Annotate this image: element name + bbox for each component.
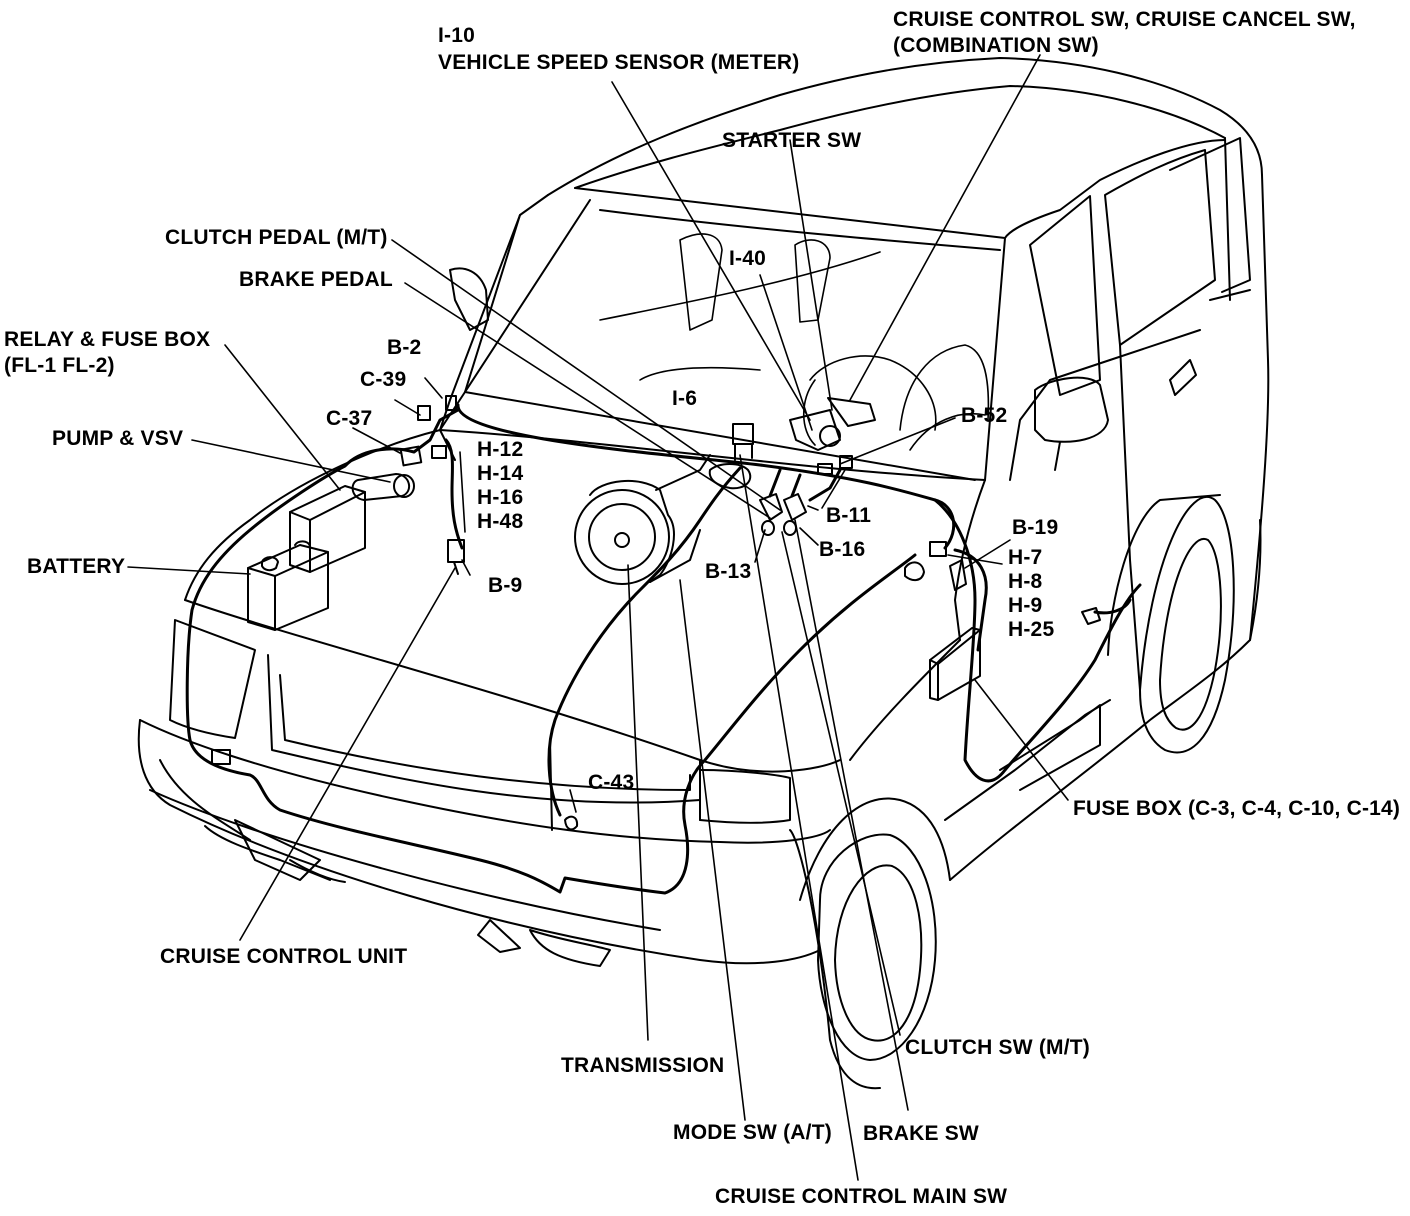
label-fuse-box: FUSE BOX (C-3, C-4, C-10, C-14) xyxy=(1073,797,1401,820)
label-i10-code: I-10 xyxy=(438,24,475,47)
label-i40: I-40 xyxy=(729,247,766,270)
label-h7: H-7 xyxy=(1008,546,1043,569)
label-c39: C-39 xyxy=(360,368,407,391)
label-i6: I-6 xyxy=(672,387,698,410)
label-starter-sw: STARTER SW xyxy=(722,129,862,152)
label-cruise-control-main-sw: CRUISE CONTROL MAIN SW xyxy=(715,1185,1008,1208)
label-clutch-sw: CLUTCH SW (M/T) xyxy=(905,1036,1090,1059)
wiring-harness xyxy=(185,403,1142,895)
label-h48: H-48 xyxy=(477,510,524,533)
label-battery: BATTERY xyxy=(27,555,126,578)
label-h12: H-12 xyxy=(477,438,524,461)
label-h16: H-16 xyxy=(477,486,524,509)
label-c43: C-43 xyxy=(588,771,635,794)
label-b9: B-9 xyxy=(488,574,523,597)
label-brake-pedal: BRAKE PEDAL xyxy=(239,268,393,291)
label-h25: H-25 xyxy=(1008,618,1055,641)
label-cruise-control-sw-line1: CRUISE CONTROL SW, CRUISE CANCEL SW, xyxy=(893,8,1356,31)
label-brake-sw: BRAKE SW xyxy=(863,1122,979,1145)
label-b11: B-11 xyxy=(826,504,872,527)
label-b13: B-13 xyxy=(705,560,752,583)
label-b19: B-19 xyxy=(1012,516,1059,539)
label-pump-vsv: PUMP & VSV xyxy=(52,427,184,450)
label-mode-sw: MODE SW (A/T) xyxy=(673,1121,832,1144)
label-relay-fuse-box-line2: (FL-1 FL-2) xyxy=(4,354,115,377)
label-h14: H-14 xyxy=(477,462,524,485)
label-clutch-pedal: CLUTCH PEDAL (M/T) xyxy=(165,226,388,249)
label-h-group-1: H-12 H-14 H-16 H-48 xyxy=(477,438,523,534)
label-cruise-control-sw-line2: (COMBINATION SW) xyxy=(893,34,1099,57)
label-b2: B-2 xyxy=(387,336,422,359)
label-b52: B-52 xyxy=(961,404,1008,427)
vehicle-body xyxy=(137,57,1270,1090)
label-relay-fuse-box-line1: RELAY & FUSE BOX xyxy=(4,328,211,351)
label-transmission: TRANSMISSION xyxy=(561,1054,725,1077)
label-cruise-control-unit: CRUISE CONTROL UNIT xyxy=(160,945,408,968)
interior xyxy=(599,233,990,451)
label-h9: H-9 xyxy=(1008,594,1043,617)
label-h8: H-8 xyxy=(1008,570,1043,593)
label-vehicle-speed-sensor: VEHICLE SPEED SENSOR (METER) xyxy=(438,51,800,74)
label-c37: C-37 xyxy=(326,407,373,430)
leader-lines xyxy=(127,54,1069,1181)
label-h-group-2: H-7 H-8 H-9 H-25 xyxy=(1008,546,1054,642)
label-b16: B-16 xyxy=(819,538,866,561)
